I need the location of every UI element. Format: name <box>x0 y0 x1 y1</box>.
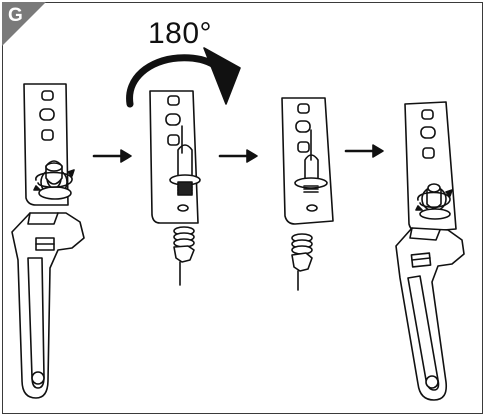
bracket-plate <box>404 101 457 233</box>
step-2-panel <box>149 90 201 286</box>
wrench <box>395 227 465 401</box>
step-badge: G <box>2 2 46 46</box>
threaded-bolt <box>294 129 328 193</box>
wrench <box>11 212 85 399</box>
rotation-arrow <box>126 47 241 108</box>
step-arrow-1 <box>92 149 132 163</box>
badge-letter: G <box>8 5 23 26</box>
rotate-arrow-small <box>33 169 75 191</box>
step-3-panel <box>281 97 334 291</box>
step-arrow-3 <box>344 144 384 158</box>
washer-nut-stack <box>173 226 195 286</box>
rotation-label: 180° <box>148 17 213 50</box>
figure-frame <box>2 2 483 414</box>
step-arrow-2 <box>218 149 258 163</box>
badge-triangle <box>2 2 46 46</box>
step-1-panel <box>11 83 85 399</box>
rotate-arrow-small <box>415 189 453 211</box>
step-4-panel <box>395 101 465 401</box>
threaded-bolt <box>169 125 201 196</box>
washer-nut-stack <box>291 233 313 291</box>
